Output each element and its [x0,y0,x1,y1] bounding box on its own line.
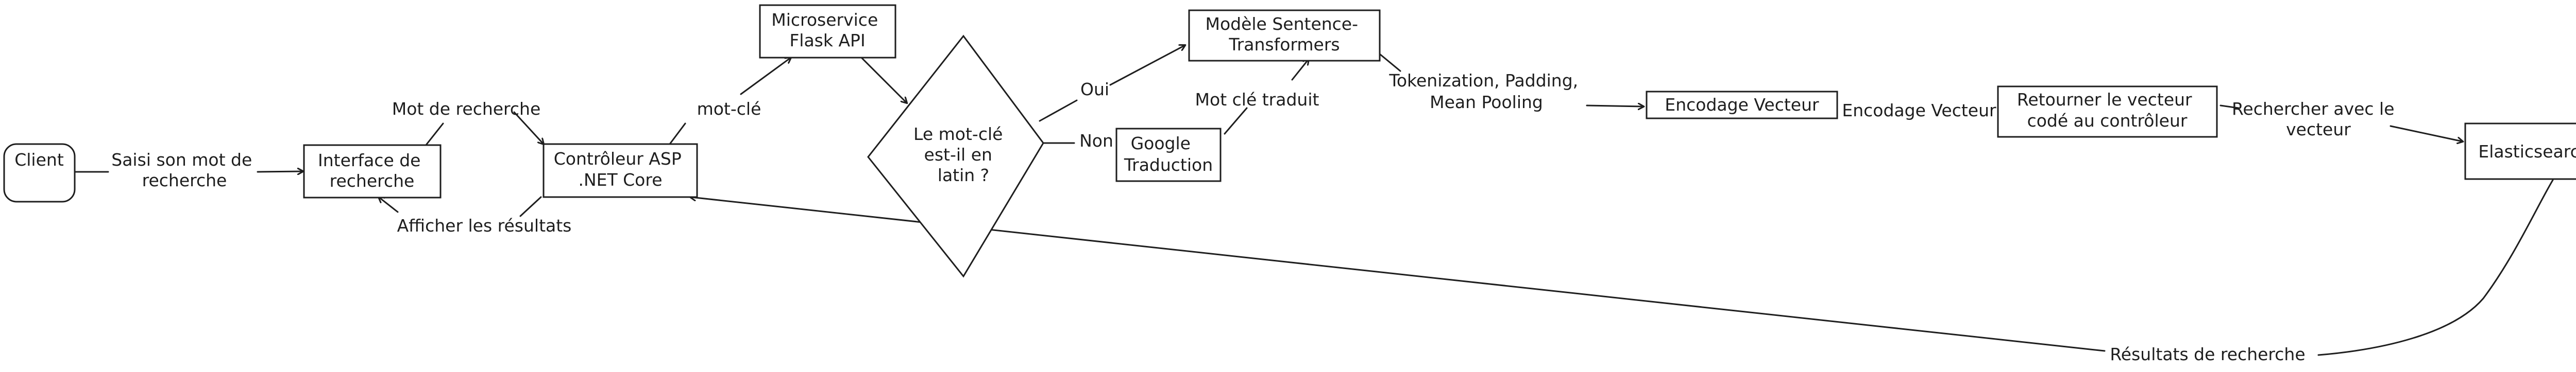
client-node: Client [3,143,76,203]
edge-controller-flask [669,122,686,145]
edge-flask-decision [860,57,907,103]
encoding-label: Encodage Vecteur [1665,95,1819,115]
edge-model-encoding [1586,105,1643,107]
label-encoding-return: Encodage Vecteur [1842,100,1996,120]
interface-label: Interface de recherche [318,150,426,191]
label-decision-google: Non [1079,131,1113,151]
google-label: Google Traduction [1124,133,1213,175]
edge-interface-label-line [422,122,444,149]
label-interface-controller: Mot de recherche [392,99,541,119]
edge-controller-flask-2 [740,58,791,95]
elasticsearch-node: Elasticsearch [2464,122,2576,180]
decision-node: Le mot-clé est-il en latin ? [867,34,1044,278]
edge-results-controller [690,197,2106,352]
encoding-node: Encodage Vecteur [1646,91,1838,119]
label-elastic-controller: Résultats de recherche [2110,344,2305,364]
edge-interface-controller [513,111,544,144]
edge-elastic-results [2317,179,2554,356]
flask-node: Microservice Flask API [759,4,896,59]
edge-return-elastic [2219,104,2240,109]
flask-label: Microservice Flask API [771,10,884,50]
google-node: Google Traduction [1115,128,1222,182]
controller-node: Contrôleur ASP .NET Core [543,143,698,198]
edge-decision-model [1109,45,1185,86]
controller-label: Contrôleur ASP .NET Core [554,149,687,190]
edge-return-elastic-2 [2389,125,2463,141]
client-label: Client [14,150,64,170]
edge-google-label [1224,107,1248,135]
label-controller-flask: mot-clé [697,99,761,119]
edge-client-interface-2 [257,171,303,172]
return-vector-node: Retourner le vecteur codé au contrôleur [1997,85,2218,138]
label-controller-interface: Afficher les résultats [397,216,572,236]
edge-controller-interface-2 [379,197,399,213]
decision-label: Le mot-clé est-il en latin ? [913,124,1008,185]
interface-node: Interface de recherche [303,144,442,199]
label-return-elastic: Rechercher avec le vecteur [2232,99,2400,139]
label-decision-model: Oui [1080,79,1109,99]
label-google-model: Mot clé traduit [1195,90,1319,110]
sentence-model-label: Modèle Sentence- Transformers [1205,14,1363,55]
label-model-encoding: Tokenization, Padding, Mean Pooling [1388,70,1583,112]
sentence-model-node: Modèle Sentence- Transformers [1188,9,1381,62]
label-client-interface: Saisi son mot de recherche [111,150,258,190]
edge-google-model [1291,59,1309,81]
return-vector-label: Retourner le vecteur codé au contrôleur [2017,90,2197,131]
elasticsearch-label: Elasticsearch [2478,141,2576,162]
edge-model-label [1376,50,1401,72]
edge-decision-oui [1039,99,1078,122]
edge-controller-interface [519,196,542,217]
